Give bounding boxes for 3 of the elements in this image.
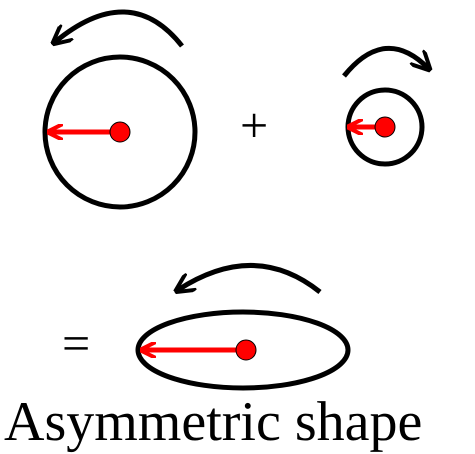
equals-sign: =: [62, 318, 90, 368]
plus-sign: +: [240, 100, 268, 150]
caption-text: Asymmetric shape: [4, 394, 422, 450]
